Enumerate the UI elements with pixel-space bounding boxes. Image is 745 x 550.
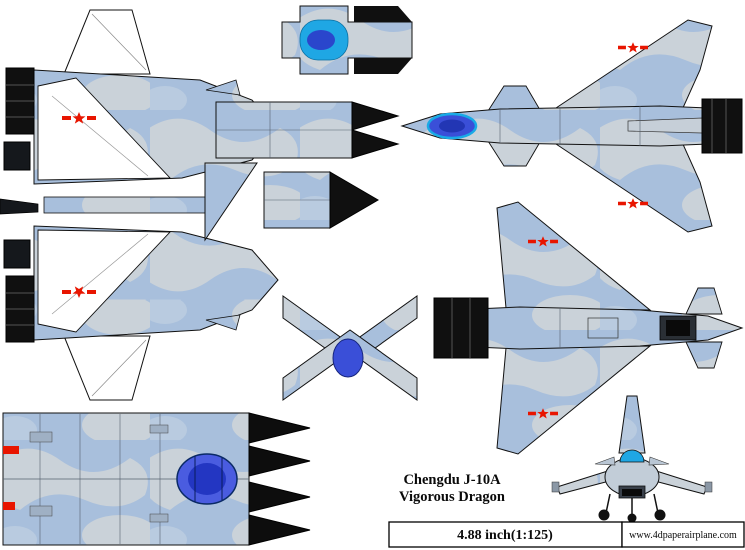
canard-front: [594, 456, 616, 466]
canopy-core-blue: [307, 30, 335, 50]
wingtip-missile: [551, 481, 560, 493]
nose-dart: [354, 6, 412, 22]
title-line-1: Chengdu J-10A: [403, 472, 501, 488]
main-wheel: [598, 509, 610, 521]
part-top-view: [400, 19, 743, 233]
wing-left: [554, 19, 713, 111]
scale-box: [388, 521, 623, 548]
nose-wheel: [627, 513, 637, 523]
exhaust-nozzle: [433, 297, 489, 359]
part-canard-cross-piece: [282, 295, 418, 401]
part-bottom-view: [433, 201, 744, 455]
part-side-profile-lower: [4, 226, 278, 400]
part-front-view: [551, 395, 713, 523]
part-nose-top-deck: [281, 5, 413, 75]
red-stripe-marking: [3, 446, 19, 454]
nose-fold-chevron: [248, 445, 311, 477]
exhaust-nozzle: [701, 98, 743, 154]
part-center-tab-strips: [0, 196, 209, 215]
main-wheel: [654, 509, 666, 521]
canopy-core: [439, 119, 465, 133]
nose-fold-chevron: [248, 514, 311, 546]
intake-opening: [666, 320, 690, 336]
title-line-2: Vigorous Dragon: [399, 489, 505, 505]
canopy-underside: [332, 338, 364, 378]
tail-fin-top: [627, 117, 703, 134]
scale-label: 4.88 inch(1:125): [457, 528, 553, 543]
tail-fin-front: [618, 395, 646, 454]
nose-fold-chevron: [248, 412, 311, 444]
website-label: www.4dpaperairplane.com: [629, 530, 737, 541]
part-tail-wing-triangle: [204, 162, 258, 242]
canard: [685, 287, 723, 315]
nose-fold-chevron: [248, 481, 311, 513]
cockpit-canopy-core: [188, 463, 226, 495]
nose-dart: [351, 101, 400, 131]
gear-bay-outline: [587, 317, 619, 339]
nose-dart: [329, 171, 379, 229]
part-spine-strip-short: [263, 171, 379, 229]
website-box: [621, 521, 745, 548]
canard: [487, 85, 541, 112]
wing-left: [496, 201, 652, 311]
part-main-fuselage-piece: [2, 412, 311, 546]
wingtip-missile: [704, 481, 713, 493]
canopy-front: [619, 449, 645, 463]
model-title: Chengdu J-10A Vigorous Dragon: [399, 472, 505, 505]
part-spine-strip-long: [215, 101, 400, 159]
footer-info: 4.88 inch(1:125) www.4dpaperairplane.com: [388, 521, 745, 548]
canard-front: [648, 456, 670, 466]
canard: [685, 341, 723, 369]
wing-right: [554, 141, 713, 233]
nose-dart: [354, 58, 412, 74]
chin-intake-opening: [622, 489, 642, 496]
canard: [487, 140, 541, 167]
nose-dart: [351, 129, 400, 159]
red-stripe-marking: [3, 502, 15, 510]
